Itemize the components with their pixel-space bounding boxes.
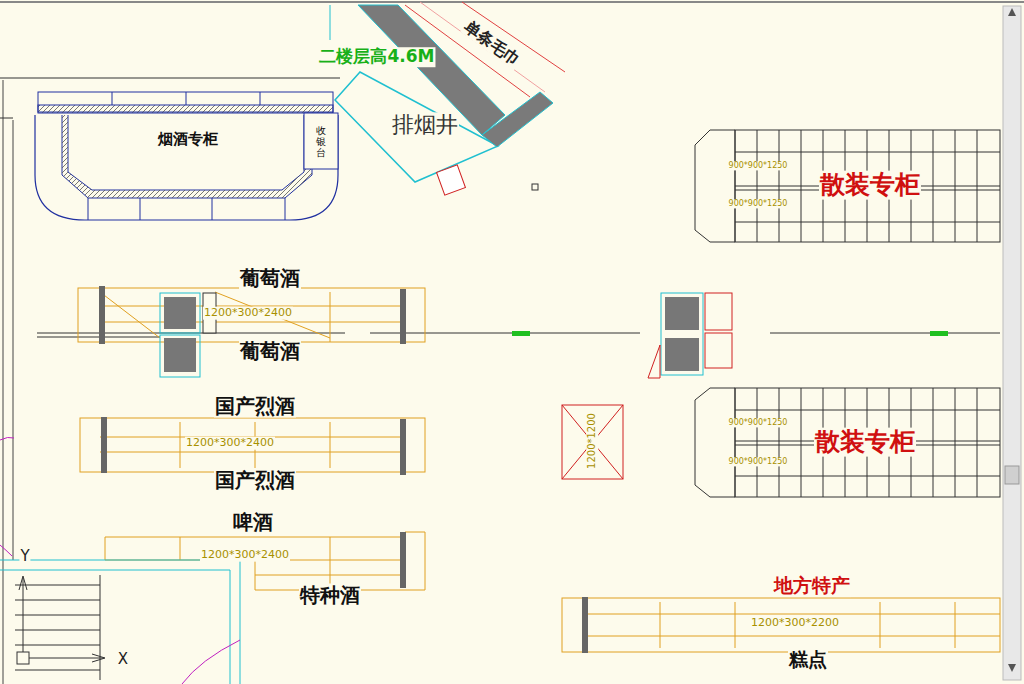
floor-fixture: 排烟井 — [335, 70, 555, 185]
fixture-label: 散装专柜 — [819, 171, 921, 200]
fixture-label: 900*900*1250 — [728, 457, 789, 466]
fixture-label: 啤酒 — [232, 511, 274, 534]
floor-fixture: 散装专柜 900*900*1250 900*900*1250 — [695, 130, 1000, 242]
fixture-label: 收银台 — [316, 125, 326, 158]
floor-fixture: 收银台 — [303, 113, 337, 168]
floor-fixture: 国产烈酒 1200*300*2400 国产烈酒 — [78, 393, 428, 493]
plan-note: 二楼层高4.6M — [318, 47, 435, 67]
fixture-label: 单条毛巾 — [460, 17, 524, 71]
plan-note: Y — [19, 548, 30, 565]
floor-fixture: 烟酒专柜 收银台 — [35, 92, 340, 222]
fixture-label: 1200*300*2400 — [203, 307, 293, 320]
fixture-label: 散装专柜 — [814, 428, 916, 457]
floor-fixture: 葡萄酒 1200*300*2400 葡萄酒 — [78, 262, 428, 364]
fixture-label: 葡萄酒 — [239, 340, 301, 363]
fixture-label: 900*900*1250 — [728, 418, 789, 427]
floor-fixture: 啤酒 1200*300*2400 特种酒 — [105, 508, 427, 608]
fixture-label: 葡萄酒 — [239, 267, 301, 290]
fixture-label: 900*900*1250 — [728, 199, 789, 208]
fixture-label: 烟酒专柜 — [157, 131, 219, 148]
fixture-label: 900*900*1250 — [728, 161, 789, 170]
plan-note: X — [117, 651, 129, 668]
fixture-label: 国产烈酒 — [214, 395, 296, 418]
floor-fixture: 1200*1200 — [562, 405, 624, 479]
fixture-label: 排烟井 — [391, 112, 459, 137]
floor-fixture: 地方特产 1200*300*2200 糕点 — [560, 572, 1000, 672]
fixture-label: 国产烈酒 — [214, 469, 296, 492]
fixture-label: 1200*300*2200 — [750, 617, 840, 630]
fixture-label: 1200*300*2400 — [200, 549, 290, 562]
fixture-label: 1200*1200 — [586, 412, 598, 470]
floor-fixture: 散装专柜 900*900*1250 900*900*1250 — [695, 388, 1000, 498]
fixture-label: 特种酒 — [299, 584, 361, 607]
fixture-label: 1200*300*2400 — [185, 437, 275, 450]
fixture-label: 糕点 — [788, 649, 828, 671]
fixture-label: 地方特产 — [773, 575, 851, 597]
